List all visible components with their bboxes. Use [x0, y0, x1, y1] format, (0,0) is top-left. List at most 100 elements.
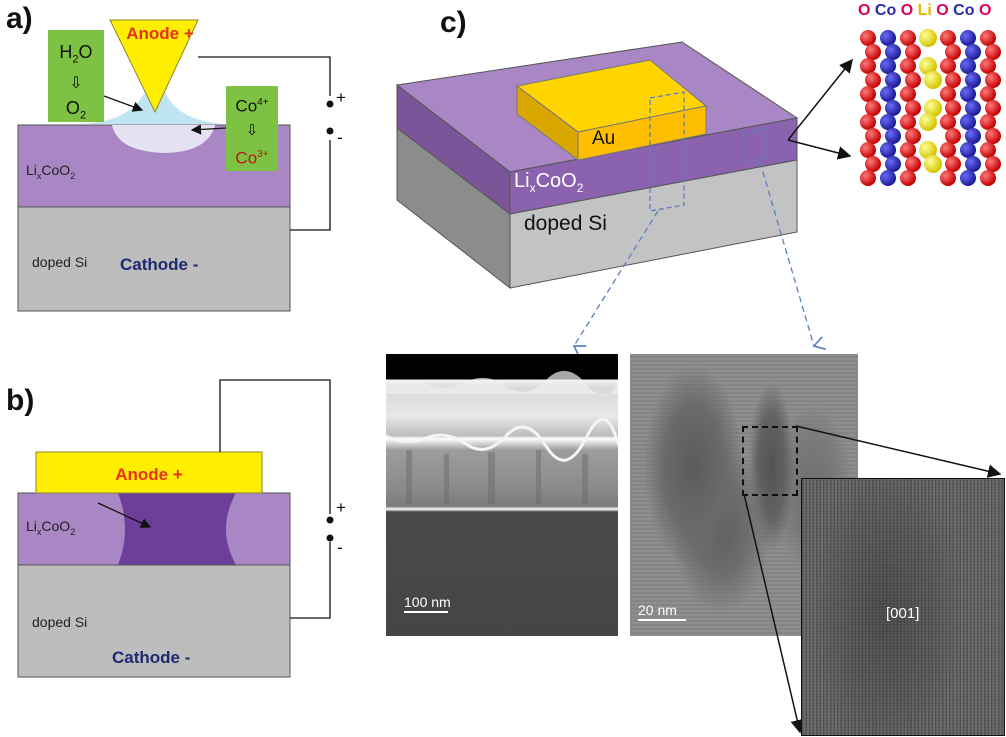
a-cobalt-down-arrow: ⇩ — [245, 121, 259, 139]
c-crystal-structure — [860, 29, 1001, 186]
cobalt-atom — [960, 86, 976, 102]
panel-b-diagram — [17, 379, 334, 678]
cobalt-atom — [960, 58, 976, 74]
b-anode-label: Anode + — [115, 465, 183, 484]
oxygen-atom — [860, 30, 876, 46]
a-licoo2-label: LixCoO2 — [26, 162, 76, 181]
c-au-front-right — [577, 105, 707, 161]
oxygen-atom — [980, 86, 996, 102]
c-doped-si-label: doped Si — [524, 212, 607, 235]
oxygen-atom — [940, 58, 956, 74]
tem-image-cross-section: 100 nm — [386, 354, 618, 636]
oxygen-atom — [980, 170, 996, 186]
c-au-label: Au — [592, 128, 616, 149]
oxygen-atom — [865, 156, 881, 172]
oxygen-atom — [945, 156, 961, 172]
cobalt-atom — [885, 128, 901, 144]
a-plus-sign: + — [336, 88, 346, 107]
oxygen-atom — [985, 100, 1001, 116]
oxygen-atom — [940, 86, 956, 102]
oxygen-atom — [860, 86, 876, 102]
cobalt-atom — [880, 30, 896, 46]
tem-zoom-box[interactable] — [742, 426, 798, 496]
oxygen-atom — [865, 128, 881, 144]
c-atom-legend: O Co O Li O Co O — [858, 2, 991, 20]
a-water-down-arrow: ⇩ — [69, 74, 83, 92]
panel-a-label: a) — [6, 2, 33, 35]
cobalt-atom — [885, 156, 901, 172]
oxygen-atom — [860, 142, 876, 158]
oxygen-atom — [985, 44, 1001, 60]
oxygen-atom — [865, 44, 881, 60]
oxygen-atom — [905, 72, 921, 88]
cobalt-atom — [965, 100, 981, 116]
oxygen-atom — [940, 170, 956, 186]
a-minus-sign: - — [337, 128, 343, 147]
oxygen-atom — [945, 128, 961, 144]
oxygen-atom — [980, 58, 996, 74]
a-circuit-wire — [198, 56, 331, 96]
legend-co-1: Co — [874, 2, 897, 19]
oxygen-atom — [940, 114, 956, 130]
oxygen-atom — [945, 44, 961, 60]
hrtem-zoom-image: [001] — [801, 478, 1005, 736]
oxygen-atom — [860, 114, 876, 130]
c-si-front-right — [509, 159, 798, 289]
a-cathode-label: Cathode - — [120, 255, 199, 274]
oxygen-atom — [900, 30, 916, 46]
cobalt-atom — [880, 114, 896, 130]
cobalt-atom — [965, 72, 981, 88]
a-anode-label: Anode + — [126, 24, 194, 43]
legend-o-2: O — [900, 2, 914, 19]
oxygen-atom — [860, 58, 876, 74]
b-terminal-plus — [326, 516, 334, 524]
lithium-atom — [919, 141, 937, 159]
cobalt-atom — [965, 128, 981, 144]
a-water-box — [48, 30, 104, 122]
a-cobalt-label: Co4+ ⇩ Co3+ — [226, 91, 278, 170]
b-si-layer — [17, 564, 291, 678]
oxygen-atom — [985, 128, 1001, 144]
cobalt-atom — [965, 156, 981, 172]
legend-o-3: O — [936, 2, 949, 19]
oxygen-atom — [905, 156, 921, 172]
oxygen-atom — [980, 30, 996, 46]
cobalt-atom — [880, 142, 896, 158]
oxygen-atom — [985, 72, 1001, 88]
panel-b-label: b) — [6, 384, 35, 417]
oxygen-atom — [900, 114, 916, 130]
cobalt-atom — [960, 114, 976, 130]
oxygen-atom — [900, 170, 916, 186]
oxygen-atom — [905, 128, 921, 144]
b-licoo2-label: LixCoO2 — [26, 518, 76, 537]
cobalt-atom — [880, 170, 896, 186]
b-minus-sign: - — [337, 538, 343, 557]
lithium-atom — [919, 57, 937, 75]
zone-axis-label: [001] — [886, 605, 920, 622]
lithium-atom — [924, 155, 942, 173]
oxygen-atom — [860, 170, 876, 186]
b-anode-layer — [35, 451, 263, 494]
b-plus-sign: + — [336, 498, 346, 517]
oxygen-atom — [985, 156, 1001, 172]
lithium-atom — [919, 29, 937, 47]
b-doped-si-label: doped Si — [32, 614, 88, 630]
oxygen-atom — [980, 142, 996, 158]
oxygen-atom — [940, 30, 956, 46]
panel-c-label: c) — [440, 6, 467, 39]
cobalt-atom — [960, 170, 976, 186]
b-delithiated-region — [118, 493, 236, 565]
c-tem-region-right — [743, 128, 767, 163]
oxygen-atom — [900, 142, 916, 158]
legend-o-1: O — [858, 2, 871, 19]
oxygen-atom — [865, 72, 881, 88]
cobalt-atom — [885, 100, 901, 116]
cobalt-atom — [880, 58, 896, 74]
oxygen-atom — [900, 86, 916, 102]
a-si-layer — [17, 206, 291, 312]
cobalt-atom — [880, 86, 896, 102]
oxygen-atom — [945, 100, 961, 116]
cobalt-atom — [965, 44, 981, 60]
scale-bar-20nm: 20 nm — [638, 602, 686, 621]
